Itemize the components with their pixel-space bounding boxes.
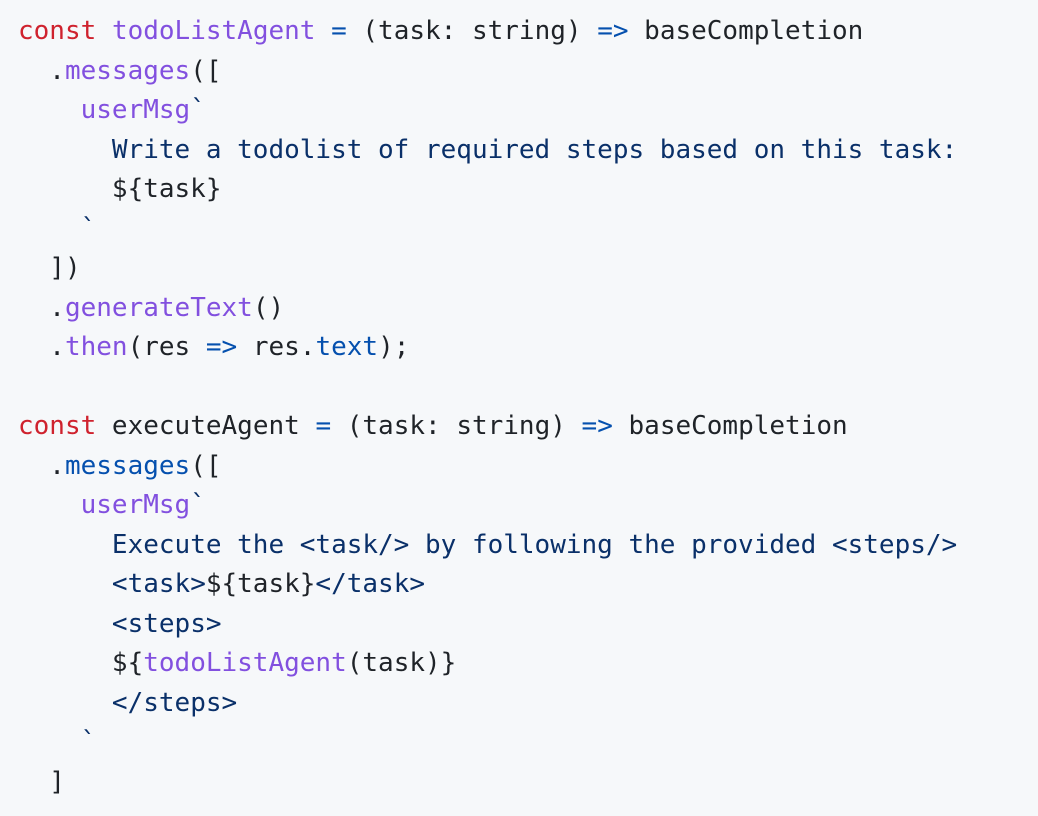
code-token: then [64, 332, 128, 362]
code-token: = [331, 16, 347, 46]
code-token [18, 95, 81, 125]
code-line: ] [18, 763, 1022, 803]
code-line: ${task} [18, 170, 1022, 210]
code-token: <steps> [111, 608, 222, 639]
code-line: .then(res => res.text); [18, 328, 1022, 368]
code-token: ${ [18, 648, 144, 678]
code-token: ${task} [205, 569, 316, 599]
code-token: text [315, 332, 379, 362]
code-token: => [205, 332, 238, 362]
code-token: todoListAgent [111, 16, 316, 46]
code-token: ([ [190, 55, 222, 86]
code-token [18, 490, 81, 520]
code-line: .messages([ [18, 52, 1022, 92]
code-token: userMsg [80, 490, 191, 520]
code-token: ` [80, 727, 97, 757]
code-token: <task> [111, 569, 206, 599]
code-token: ${task} [18, 174, 222, 204]
code-token: ` [80, 213, 97, 244]
code-token: ); [378, 332, 410, 362]
code-line [18, 368, 1022, 408]
code-token [18, 135, 112, 165]
code-token: . [18, 55, 65, 86]
code-token [18, 688, 112, 718]
code-token: (res [127, 332, 206, 362]
code-token [315, 16, 331, 46]
code-token: = [315, 411, 332, 441]
code-token [96, 16, 112, 46]
code-line: const todoListAgent = (task: string) => … [18, 12, 1022, 52]
code-line: userMsg` [18, 486, 1022, 526]
code-line: .messages([ [18, 447, 1022, 487]
code-token: ` [190, 95, 206, 125]
code-token: Execute the <task/> by following the pro… [111, 529, 958, 560]
code-line: Execute the <task/> by following the pro… [18, 526, 1022, 566]
code-token: (task: string) [346, 16, 598, 46]
code-line: ` [18, 210, 1022, 250]
code-line: const executeAgent = (task: string) => b… [18, 407, 1022, 447]
code-content: const todoListAgent = (task: string) => … [18, 12, 1022, 802]
code-token: const [18, 411, 97, 441]
code-line: userMsg` [18, 91, 1022, 131]
code-token [18, 727, 81, 757]
code-token: const [18, 16, 97, 46]
code-token [18, 609, 112, 639]
code-token: . [18, 332, 65, 362]
code-token [18, 569, 112, 599]
code-token: baseCompletion [628, 16, 864, 46]
code-token: generateText [64, 292, 253, 323]
code-line: </steps> [18, 684, 1022, 724]
code-token: todoListAgent [143, 648, 347, 678]
code-token [18, 530, 112, 560]
code-token: messages [64, 55, 191, 86]
code-line: <task>${task}</task> [18, 565, 1022, 605]
code-line: ` [18, 723, 1022, 763]
code-token: . [18, 292, 65, 323]
code-token: (task)} [346, 648, 457, 678]
code-line: .generateText() [18, 289, 1022, 329]
code-line: Write a todolist of required steps based… [18, 131, 1022, 171]
code-token: => [581, 411, 613, 441]
code-line: ${todoListAgent(task)} [18, 644, 1022, 684]
code-line: ]) [18, 249, 1022, 289]
code-token [18, 214, 81, 244]
code-token: </task> [315, 569, 425, 599]
code-token: baseCompletion [612, 411, 848, 441]
code-token: ] [18, 766, 65, 797]
code-token: executeAgent [96, 411, 316, 441]
code-token: res. [237, 332, 316, 362]
code-token: Write a todolist of required steps based… [111, 134, 958, 165]
code-token: ` [190, 490, 206, 520]
code-token: messages [64, 450, 191, 481]
code-token: () [252, 292, 285, 323]
code-line: <steps> [18, 605, 1022, 645]
code-token: ([ [190, 450, 222, 481]
code-token: userMsg [80, 95, 191, 125]
code-token: => [597, 16, 629, 46]
code-token: (task: string) [331, 411, 582, 441]
code-token: . [18, 450, 65, 481]
code-token: ]) [18, 253, 81, 283]
code-token: </steps> [111, 687, 238, 718]
